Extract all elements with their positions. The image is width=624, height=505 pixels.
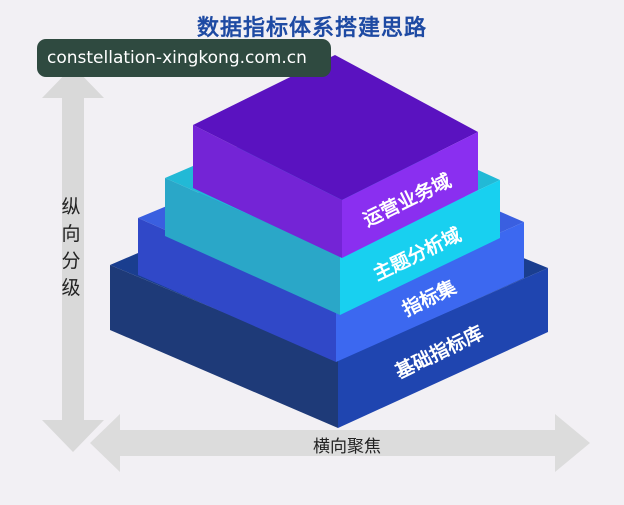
vertical-arrow (42, 95, 104, 452)
vertical-axis-char: 纵 (61, 196, 81, 218)
layer-operations (193, 55, 478, 258)
vertical-axis-char: 向 (61, 223, 81, 245)
diagram-title: 数据指标体系搭建思路 (196, 16, 427, 41)
horizontal-arrow (90, 414, 590, 472)
horizontal-axis-label: 横向聚焦 (313, 437, 381, 457)
vertical-axis-label: 纵 向 分 级 (57, 194, 85, 302)
vertical-axis-char: 级 (61, 277, 81, 299)
watermark-overlay: constellation-xingkong.com.cn (37, 39, 331, 77)
vertical-axis-char: 分 (61, 250, 81, 272)
